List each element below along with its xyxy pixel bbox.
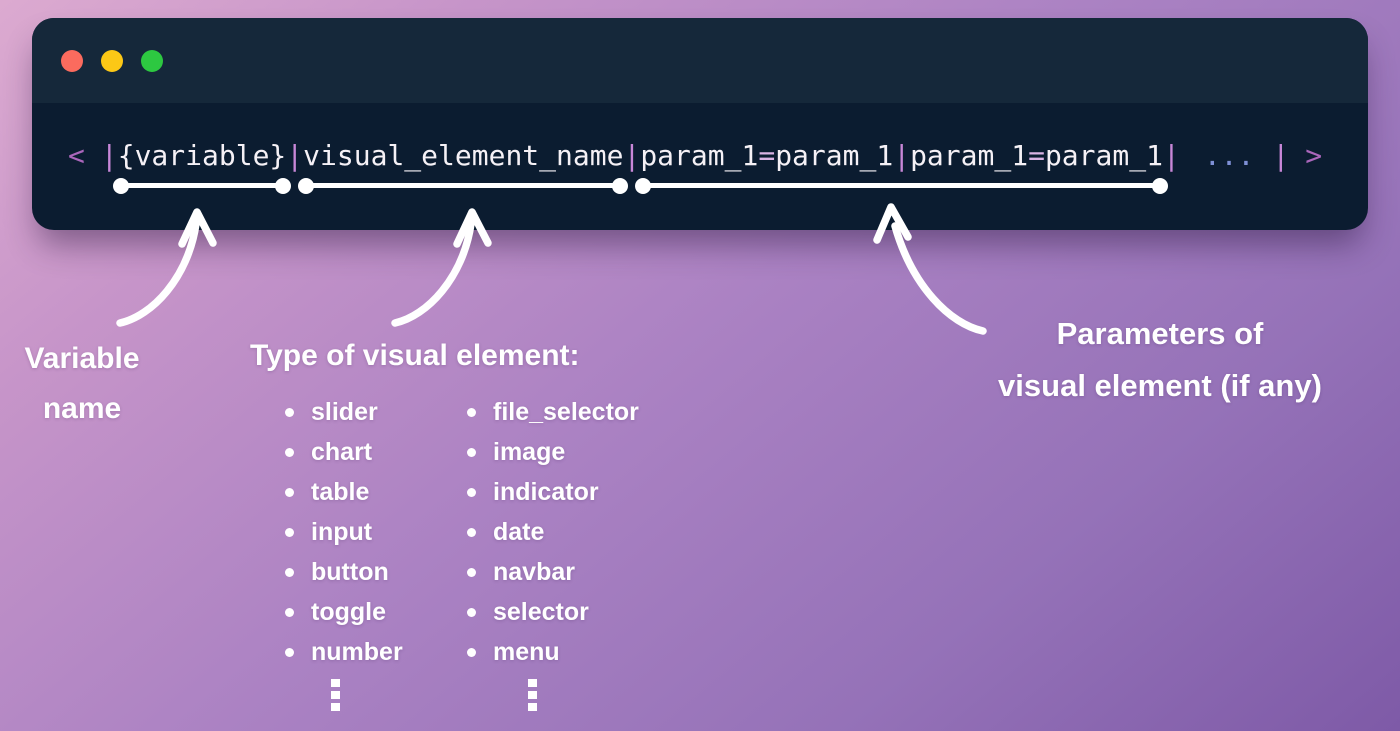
variable-token: {variable} [117, 139, 287, 172]
window-body: < | {variable} | visual_element_name | p… [32, 103, 1368, 230]
list-item: indicator [458, 472, 639, 512]
list-item: selector [458, 592, 639, 632]
ellipsis-token: ... [1203, 139, 1255, 172]
params-label-line2: visual element (if any) [998, 368, 1322, 403]
param-name-token: param_1 [640, 139, 759, 172]
element-name-segment: visual_element_name [298, 138, 629, 194]
element-name-token: visual_element_name [303, 139, 624, 172]
list-item: slider [276, 392, 403, 432]
list-item: button [276, 552, 403, 592]
equals-sign: = [758, 139, 776, 172]
list-item: number [276, 632, 403, 672]
param-value-token: param_1 [1044, 139, 1163, 172]
equals-sign: = [1028, 139, 1045, 172]
params-label: Parameters of visual element (if any) [940, 308, 1380, 412]
variable-arrow [116, 220, 200, 327]
syntax-code-line: < | {variable} | visual_element_name | p… [68, 138, 1323, 194]
params-segment: param_1=param_1 | param_1=param_1 [635, 138, 1168, 194]
pipe-separator: | [1162, 139, 1180, 172]
close-button[interactable] [61, 49, 83, 72]
pipe-separator: | [1272, 139, 1290, 172]
variable-name-label-line1: Variable [24, 342, 140, 375]
list-item: navbar [458, 552, 639, 592]
params-label-line1: Parameters of [1056, 316, 1264, 351]
open-angle-token: < [68, 139, 85, 172]
list-item: image [458, 432, 639, 472]
pipe-separator: | [100, 139, 118, 172]
element-type-arrow [391, 220, 475, 327]
window-titlebar [32, 18, 1368, 103]
list-item: file_selector [458, 392, 639, 432]
element-type-list-right: file_selector image indicator date navba… [458, 392, 639, 672]
pipe-separator: | [286, 139, 304, 172]
pipe-separator: | [623, 139, 641, 172]
list-item: toggle [276, 592, 403, 632]
param-name-token: param_1 [910, 139, 1029, 172]
list-item: table [276, 472, 403, 512]
element-type-list-left: slider chart table input button toggle n… [276, 392, 403, 672]
vertical-ellipsis-icon [331, 679, 340, 711]
element-type-heading: Type of visual element: [250, 339, 580, 372]
params-underline [635, 177, 1168, 194]
vertical-ellipsis-icon [528, 679, 537, 711]
terminal-window: < | {variable} | visual_element_name | p… [32, 18, 1368, 230]
variable-name-label-line2: name [42, 392, 122, 425]
variable-name-label: Variable name [6, 334, 158, 434]
list-item: menu [458, 632, 639, 672]
maximize-button[interactable] [141, 49, 163, 72]
variable-underline [112, 177, 291, 194]
variable-segment: {variable} [112, 138, 291, 194]
list-item: input [276, 512, 403, 552]
element-name-underline [298, 177, 629, 194]
param-value-token: param_1 [775, 139, 894, 172]
list-item: date [458, 512, 639, 552]
minimize-button[interactable] [101, 49, 123, 72]
pipe-separator: | [893, 139, 911, 172]
list-item: chart [276, 432, 403, 472]
close-angle-token: > [1305, 139, 1323, 172]
